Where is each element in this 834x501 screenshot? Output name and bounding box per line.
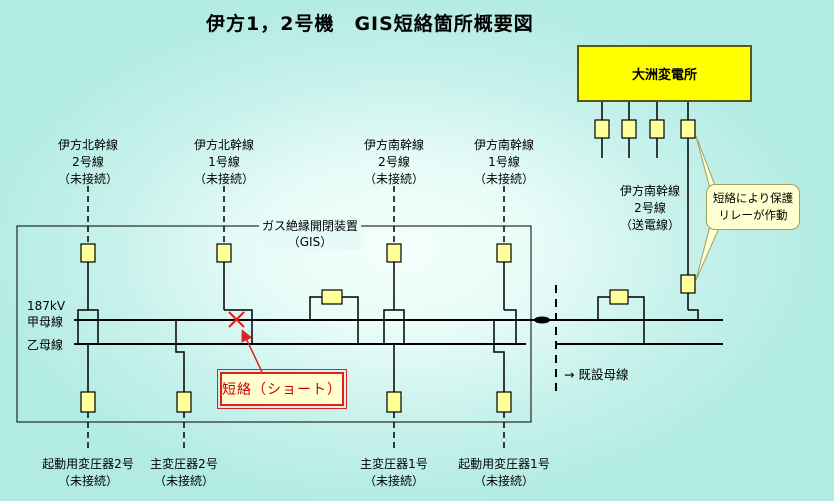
breaker-sub3	[649, 119, 665, 139]
breaker-main1	[386, 391, 402, 413]
bus-joint	[534, 316, 550, 324]
right-line	[601, 102, 699, 320]
label-startup-transformer-2: 起動用変圧器2号（未接続）	[42, 457, 134, 488]
label-main-transformer-1: 主変圧器1号（未接続）	[360, 457, 428, 488]
breaker-startup2	[80, 391, 96, 413]
breakers	[80, 119, 696, 413]
short-arrow	[241, 329, 263, 373]
breaker-line-end	[680, 274, 696, 294]
gis-label: ガス絶縁開閉装置（GIS）	[258, 218, 362, 250]
breaker-sub1	[594, 119, 610, 139]
breaker-kita2	[80, 243, 96, 263]
bus-coupler	[309, 296, 359, 344]
breaker-minami2	[386, 243, 402, 263]
bottom-branches	[87, 320, 505, 448]
breaker-main2	[176, 391, 192, 413]
breaker-kita1	[216, 243, 232, 263]
bus-b-label: 乙母線	[27, 338, 64, 352]
feeder-minami1	[503, 186, 517, 344]
page-title: 伊方1，2号機 GIS短絡箇所概要図	[206, 13, 534, 35]
short-mark	[228, 311, 245, 328]
label-startup-transformer-1: 起動用変圧器1号（未接続）	[458, 457, 550, 488]
relay-callout: 短絡により保護リレーが作動	[706, 184, 800, 230]
substation-box: 大洲変電所	[577, 45, 752, 102]
breaker-existing-coupler	[609, 289, 629, 305]
breaker-sub4	[680, 119, 696, 139]
breaker-startup1	[496, 391, 512, 413]
breaker-minami1	[496, 243, 512, 263]
label-main-transformer-2: 主変圧器2号（未接続）	[150, 457, 218, 488]
feeder-minami2	[383, 186, 405, 344]
feeder-kita2	[77, 186, 99, 344]
existing-bus-label: → 既設母線	[564, 367, 629, 382]
breaker-sub2	[621, 119, 637, 139]
breaker-coupler	[321, 289, 343, 305]
existing-coupler	[597, 296, 645, 344]
short-circuit-label: 短絡（ショート）	[217, 369, 347, 409]
